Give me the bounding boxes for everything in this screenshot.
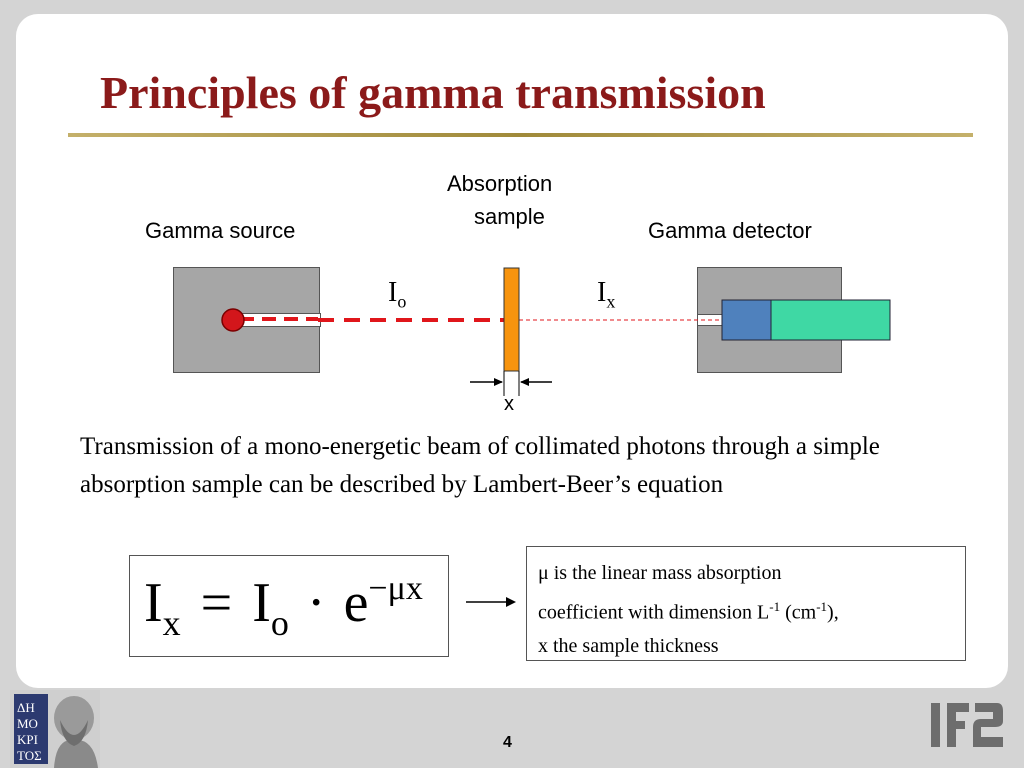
absorption-sample-label-2: sample	[474, 204, 545, 229]
gamma-detector-label: Gamma detector	[648, 218, 812, 243]
svg-text:ΜΟ: ΜΟ	[17, 716, 38, 731]
page-number: 4	[503, 734, 512, 751]
svg-text:ΤΟΣ: ΤΟΣ	[17, 748, 42, 763]
lambert-beer-equation: Ix = Io · e−μx	[144, 570, 423, 643]
explain-arrowhead	[506, 597, 516, 607]
definition-box: μ is the linear mass absorption coeffici…	[526, 546, 966, 661]
svg-text:ΚΡΙ: ΚΡΙ	[17, 732, 38, 747]
slide-title: Principles of gamma transmission	[100, 67, 766, 118]
thickness-label: x	[504, 393, 514, 415]
detector-crystal	[721, 299, 772, 341]
demokritos-logo: ΔΗ ΜΟ ΚΡΙ ΤΟΣ	[10, 690, 100, 768]
description-text: Transmission of a mono-energetic beam of…	[80, 433, 880, 498]
svg-text:ΔΗ: ΔΗ	[17, 700, 35, 715]
detector-pmt	[770, 299, 891, 341]
thickness-arrowhead-left	[494, 378, 503, 386]
gamma-source-label: Gamma source	[145, 218, 296, 243]
absorption-sample-label-1: Absorption	[447, 171, 553, 196]
ife-logo	[931, 703, 1003, 747]
equation-box: Ix = Io · e−μx	[129, 555, 449, 657]
title-rule	[68, 133, 973, 137]
thickness-arrowhead-right	[520, 378, 529, 386]
source-dot	[221, 308, 245, 332]
definition-text: μ is the linear mass absorption coeffici…	[538, 562, 839, 657]
ix-symbol: Ix	[597, 277, 616, 312]
absorption-sample	[503, 267, 520, 372]
i0-symbol: Io	[388, 277, 407, 312]
